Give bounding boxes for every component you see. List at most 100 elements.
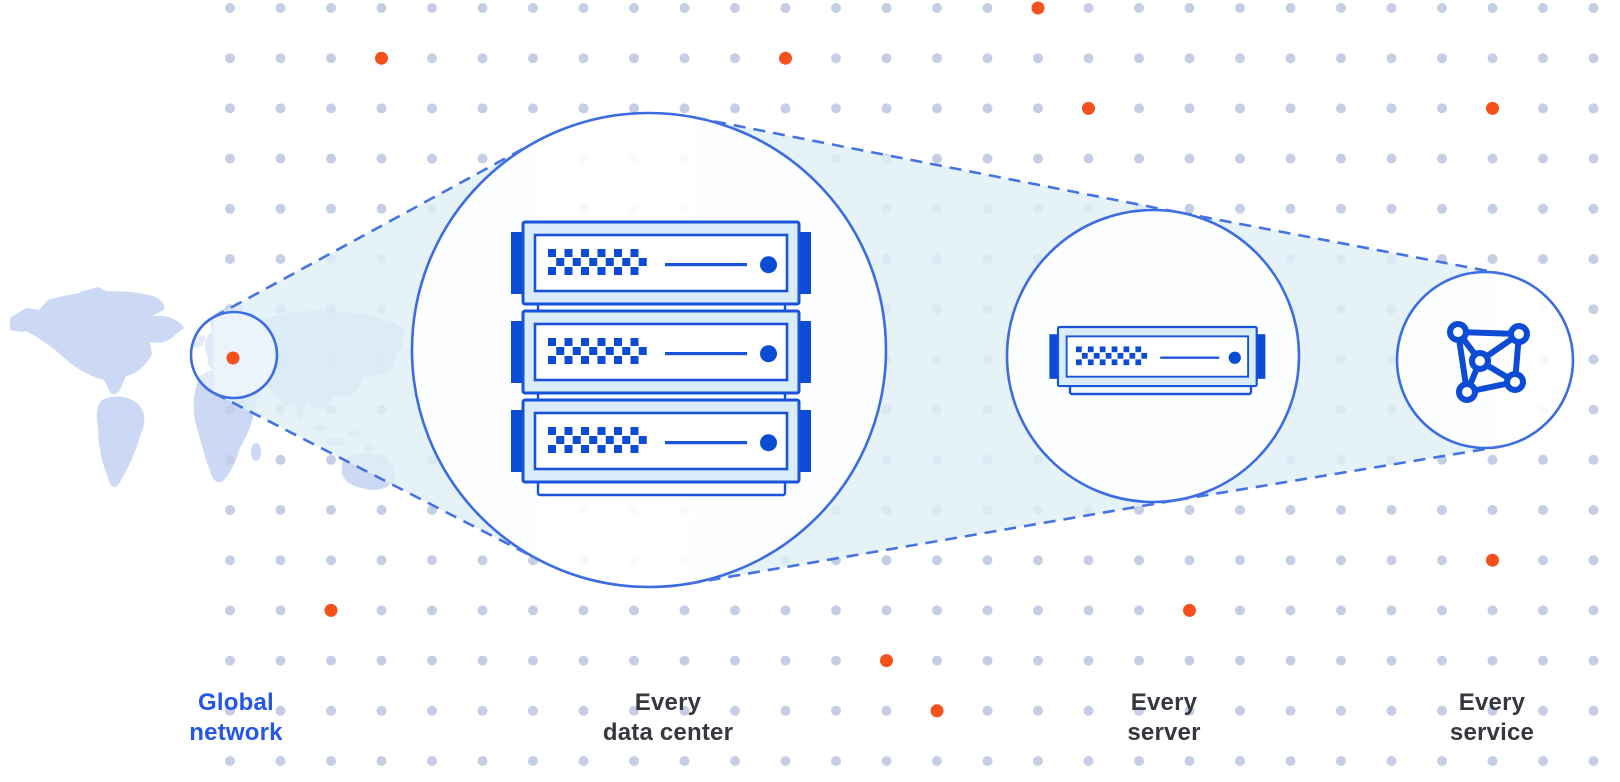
grid-dot (1134, 53, 1144, 64)
grid-dot (1033, 705, 1043, 716)
grid-dot (1285, 505, 1296, 515)
grid-dot (1487, 505, 1498, 515)
grid-dot (1487, 756, 1498, 766)
grid-dot (326, 505, 336, 515)
grid-dot (225, 103, 235, 114)
grid-dot (1588, 655, 1599, 666)
dashed-edge (1176, 445, 1500, 502)
label-line: network (189, 719, 283, 746)
grid-dot (1386, 756, 1397, 766)
grid-dot (1386, 153, 1397, 164)
grid-dot (326, 655, 336, 666)
grid-dot (1235, 655, 1245, 666)
label-line: Every (634, 689, 702, 716)
grid-dot (1033, 605, 1043, 616)
grid-dot (1184, 756, 1195, 766)
grid-dot (1235, 153, 1245, 164)
grid-dot-orange (880, 654, 893, 668)
grid-dot (376, 153, 387, 164)
grid-dot (881, 103, 892, 114)
grid-dot (1235, 203, 1245, 214)
grid-dot (376, 705, 387, 716)
grid-dot (225, 505, 235, 515)
grid-dot (1386, 555, 1397, 566)
grid-dot (275, 254, 286, 264)
grid-dot (932, 153, 942, 164)
grid-dot (982, 3, 993, 13)
grid-dot (1437, 505, 1447, 515)
grid-dot (1588, 153, 1599, 164)
grid-dot (982, 153, 993, 164)
grid-dot (1285, 53, 1296, 64)
grid-dot (376, 3, 387, 13)
grid-dot (1588, 103, 1599, 114)
grid-dot (1588, 254, 1599, 264)
map-north-america (24, 291, 184, 395)
grid-dot (679, 3, 690, 13)
grid-dot (1336, 655, 1346, 666)
grid-dot (578, 3, 589, 13)
grid-dot (679, 53, 690, 64)
grid-dot (629, 53, 639, 64)
grid-dot (1336, 3, 1346, 13)
grid-dot (1336, 103, 1346, 114)
grid-dot (1285, 3, 1296, 13)
grid-dot (275, 53, 286, 64)
grid-dot (427, 555, 437, 566)
grid-dot (932, 605, 942, 616)
grid-dot (528, 3, 538, 13)
grid-dot (477, 53, 488, 64)
grid-dot (1235, 555, 1245, 566)
grid-dot (1386, 505, 1397, 515)
grid-dot (730, 605, 740, 616)
label-every-service: Every service (1450, 688, 1534, 748)
grid-dot (1538, 555, 1548, 566)
dashed-edge (1180, 211, 1502, 275)
grid-dot (1134, 555, 1144, 566)
grid-dot (1033, 555, 1043, 566)
grid-dot (679, 705, 690, 716)
grid-dot-orange (1486, 553, 1499, 567)
grid-dot (1285, 203, 1296, 214)
grid-dot (1588, 555, 1599, 566)
label-line: data center (602, 719, 734, 746)
grid-dot-orange (930, 704, 944, 718)
grid-dot (1235, 605, 1245, 616)
grid-dot (326, 153, 336, 164)
grid-dot (376, 203, 387, 214)
grid-dot (326, 756, 336, 766)
grid-dot (881, 555, 892, 566)
server-unit-icon (1048, 325, 1267, 396)
grid-dot (1083, 555, 1094, 566)
grid-dot-orange (1486, 101, 1499, 115)
grid-dot (1184, 655, 1195, 666)
grid-dot (1336, 555, 1346, 566)
grid-dot (1285, 756, 1296, 766)
grid-dot (1083, 3, 1094, 13)
grid-dot (1588, 404, 1599, 415)
grid-dot (1285, 655, 1296, 666)
grid-dot (629, 655, 639, 666)
grid-dot (1235, 705, 1245, 716)
grid-dot (1538, 655, 1548, 666)
grid-dot (1487, 454, 1498, 465)
grid-dot (1184, 555, 1195, 566)
grid-dot (1588, 203, 1599, 214)
grid-dot (275, 705, 286, 716)
grid-dot (1437, 605, 1447, 616)
grid-dot (780, 605, 791, 616)
grid-dot (831, 605, 841, 616)
label-every-server: Every server (1127, 688, 1200, 748)
map-madagascar (251, 443, 261, 461)
grid-dot (1134, 103, 1144, 114)
grid-dot (881, 605, 892, 616)
grid-dot-orange (1082, 101, 1095, 115)
grid-dot (831, 53, 841, 64)
grid-dot (1538, 53, 1548, 64)
grid-dot (427, 153, 437, 164)
grid-dot (1437, 655, 1447, 666)
location-dot-icon (226, 351, 240, 365)
grid-dot (1033, 655, 1043, 666)
grid-dot (1184, 705, 1195, 716)
grid-dot (1184, 203, 1195, 214)
